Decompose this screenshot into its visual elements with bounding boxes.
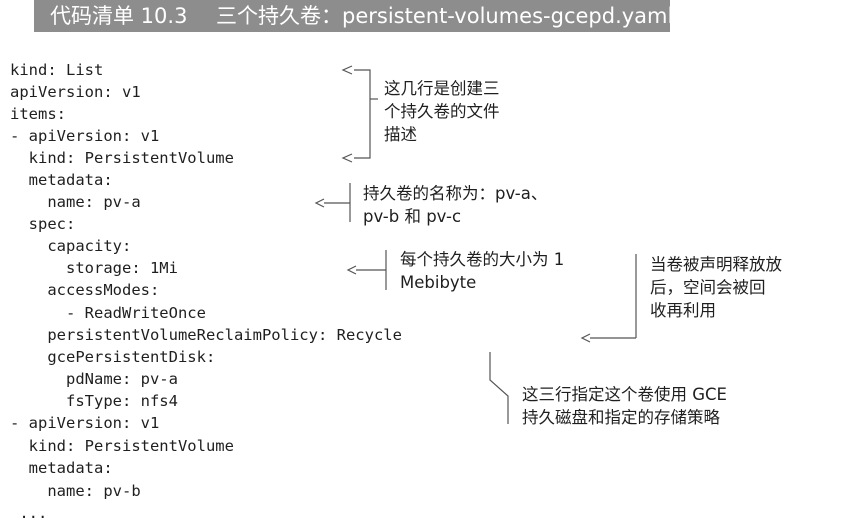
code-line: gcePersistentDisk: xyxy=(10,348,216,366)
bracket-gce-disk xyxy=(489,352,509,424)
annotation-text: pv-b 和 pv-c xyxy=(363,207,462,226)
code-line: - apiVersion: v1 xyxy=(10,127,160,145)
code-line: storage: 1Mi xyxy=(10,259,178,277)
arrowhead-icon xyxy=(346,265,357,275)
code-line: name: pv-b xyxy=(10,482,141,500)
listing-label: 代码清单 10.3 xyxy=(50,4,188,28)
code-line: metadata: xyxy=(10,459,113,477)
annotation-text: 个持久卷的文件 xyxy=(384,102,500,121)
annotation-text: 持久卷的名称为：pv-a、 xyxy=(363,184,548,203)
code-line: accessModes: xyxy=(10,281,160,299)
code-line: fsType: nfs4 xyxy=(10,392,178,410)
code-line: name: pv-a xyxy=(10,193,141,211)
code-line: - ReadWriteOnce xyxy=(10,304,206,322)
annotation-text: 收再利用 xyxy=(650,301,716,320)
annotation-text: 每个持久卷的大小为 1 xyxy=(400,250,565,269)
code-line: kind: PersistentVolume xyxy=(10,437,234,455)
code-line: metadata: xyxy=(10,171,113,189)
bracket-file-description xyxy=(354,69,371,159)
arrowhead-icon xyxy=(341,65,353,75)
code-line: items: xyxy=(10,105,66,123)
arrowhead-icon xyxy=(580,333,591,343)
annotation-text: 描述 xyxy=(384,125,417,144)
arrowhead-icon xyxy=(314,198,325,208)
code-line: kind: List xyxy=(10,61,104,79)
code-line: - apiVersion: v1 xyxy=(10,414,160,432)
annotation-text: 持久磁盘和指定的存储策略 xyxy=(522,408,720,427)
code-line: persistentVolumeReclaimPolicy: Recycle xyxy=(10,326,402,344)
code-line: spec: xyxy=(10,215,76,233)
annotation-text: 当卷被声明释放放 xyxy=(650,255,782,274)
annotation-text: Mebibyte xyxy=(400,273,477,292)
annotation-text: 这三行指定这个卷使用 GCE xyxy=(522,385,727,404)
code-line: kind: PersistentVolume xyxy=(10,149,234,167)
code-line: ... xyxy=(10,504,48,522)
listing-title-bar: 代码清单 10.3 三个持久卷：persistent-volumes-gcepd… xyxy=(34,0,670,32)
code-line: pdName: pv-a xyxy=(10,370,178,388)
code-line: apiVersion: v1 xyxy=(10,83,141,101)
arrowhead-icon xyxy=(341,153,353,163)
listing-caption: 三个持久卷：persistent-volumes-gcepd.yaml xyxy=(216,4,670,28)
code-line: capacity: xyxy=(10,237,132,255)
annotation-text: 这几行是创建三 xyxy=(384,79,500,98)
annotation-text: 后，空间会被回 xyxy=(650,278,766,297)
